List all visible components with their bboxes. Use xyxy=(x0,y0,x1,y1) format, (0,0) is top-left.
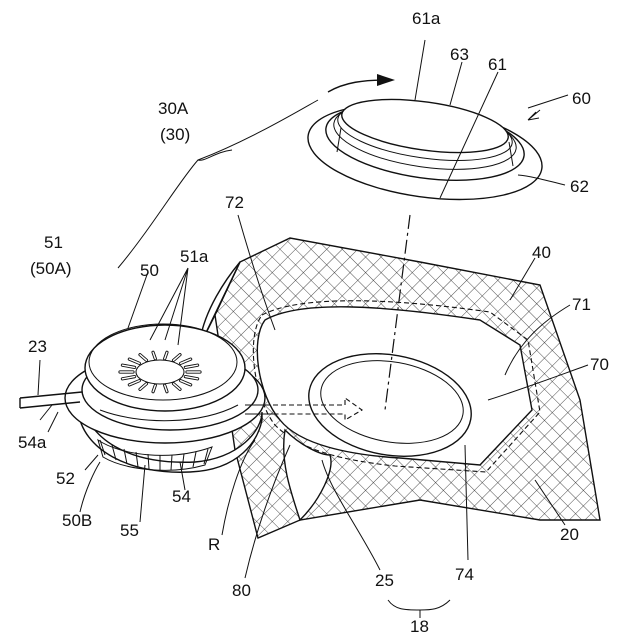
label-63: 63 xyxy=(450,45,469,64)
label-R: R xyxy=(208,535,220,554)
label-60: 60 xyxy=(572,89,591,108)
ring-60 xyxy=(302,91,548,213)
label-30: (30) xyxy=(160,125,190,144)
label-50A: (50A) xyxy=(30,259,72,278)
label-52: 52 xyxy=(56,469,75,488)
label-51a: 51a xyxy=(180,247,209,266)
label-30A: 30A xyxy=(158,99,189,118)
label-25: 25 xyxy=(375,571,394,590)
rotation-arrow xyxy=(328,74,395,92)
label-51: 51 xyxy=(44,233,63,252)
label-50: 50 xyxy=(140,261,159,280)
device-50 xyxy=(20,324,265,472)
label-62: 62 xyxy=(570,177,589,196)
label-72: 72 xyxy=(225,193,244,212)
label-20: 20 xyxy=(560,525,579,544)
label-54: 54 xyxy=(172,487,191,506)
label-71: 71 xyxy=(572,295,591,314)
label-23: 23 xyxy=(28,337,47,356)
label-50B: 50B xyxy=(62,511,92,530)
label-74: 74 xyxy=(455,565,474,584)
label-61a: 61a xyxy=(412,9,441,28)
label-55: 55 xyxy=(120,521,139,540)
label-18: 18 xyxy=(410,617,429,636)
label-70: 70 xyxy=(590,355,609,374)
label-61: 61 xyxy=(488,55,507,74)
arrow-60 xyxy=(528,110,540,120)
label-80: 80 xyxy=(232,581,251,600)
label-54a: 54a xyxy=(18,433,47,452)
label-40: 40 xyxy=(532,243,551,262)
